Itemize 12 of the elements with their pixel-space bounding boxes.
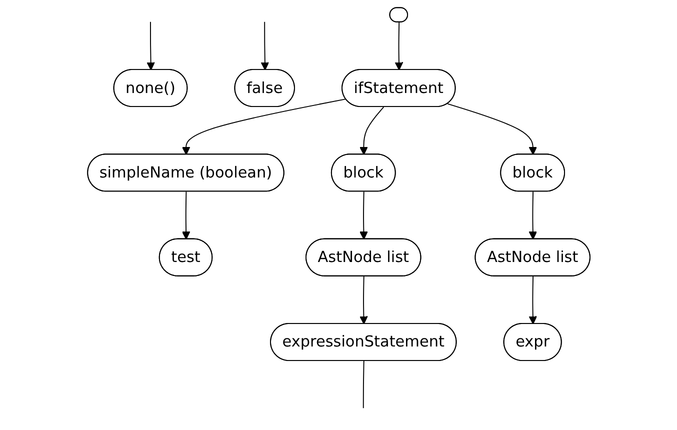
arrow [146, 21, 155, 70]
arrow [394, 22, 403, 70]
arrow [359, 106, 384, 155]
connector [362, 360, 364, 409]
arrow [260, 21, 269, 70]
arrow [359, 276, 368, 324]
arrow [528, 191, 537, 240]
arrow [182, 98, 346, 155]
arrow [528, 276, 537, 324]
arrow [182, 191, 190, 240]
arrow [446, 103, 537, 155]
arrow [359, 191, 368, 240]
